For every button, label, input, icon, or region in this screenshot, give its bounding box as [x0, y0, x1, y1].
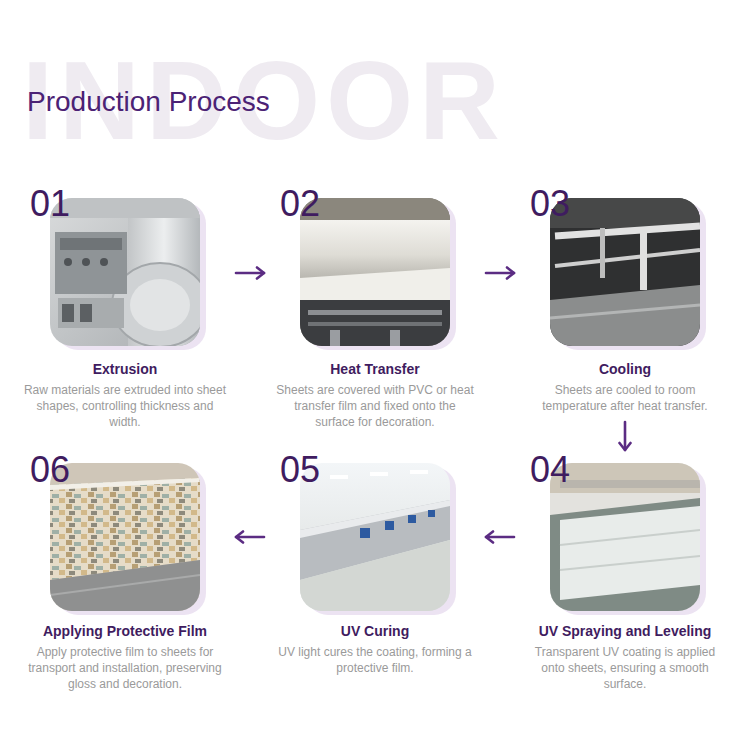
step-heading: UV Curing — [270, 622, 480, 640]
heat-transfer-photo — [300, 198, 450, 346]
step-description: Apply protective film to sheets for tran… — [23, 644, 227, 696]
process-step: 02Heat TransferSheets are covered with P… — [270, 186, 480, 434]
step-heading: Extrusion — [20, 360, 230, 378]
step-number: 02 — [280, 186, 320, 222]
step-description: UV light cures the coating, forming a pr… — [273, 644, 477, 680]
flow-arrow — [236, 272, 264, 275]
process-step: 05 UV Curing UV light cures the coating, f… — [270, 452, 480, 680]
extrusion-photo — [50, 198, 200, 346]
uv-spraying-photo — [550, 463, 700, 611]
process-step: 04 UV Spraying and LevelingTransparent UV… — [520, 452, 730, 696]
step-description: Sheets are covered with PVC or heat tran… — [273, 382, 477, 434]
step-description: Raw materials are extruded into sheet sh… — [23, 382, 227, 434]
flow-arrow — [624, 422, 627, 450]
process-step: 01ExtrusionRaw materials are extruded in… — [20, 186, 230, 434]
step-heading: Cooling — [520, 360, 730, 378]
cooling-photo — [550, 198, 700, 346]
flow-arrow — [236, 536, 264, 539]
step-description: Transparent UV coating is applied onto s… — [523, 644, 727, 696]
flow-arrow — [486, 272, 514, 275]
step-heading: Applying Protective Film — [20, 622, 230, 640]
step-number: 06 — [30, 452, 70, 488]
uv-curing-photo — [300, 463, 450, 611]
step-number: 01 — [30, 186, 70, 222]
flow-arrow — [486, 536, 514, 539]
process-step: 06Applying Protective FilmApply protecti… — [20, 452, 230, 696]
step-number: 04 — [530, 452, 570, 488]
title: Production Process — [27, 88, 270, 116]
process-step: 03CoolingSheets are cooled to room tempe… — [520, 186, 730, 418]
step-heading: Heat Transfer — [270, 360, 480, 378]
protective-film-photo — [50, 463, 200, 611]
step-description: Sheets are cooled to room temperature af… — [523, 382, 727, 418]
step-heading: UV Spraying and Leveling — [520, 622, 730, 640]
step-number: 03 — [530, 186, 570, 222]
step-number: 05 — [280, 452, 320, 488]
